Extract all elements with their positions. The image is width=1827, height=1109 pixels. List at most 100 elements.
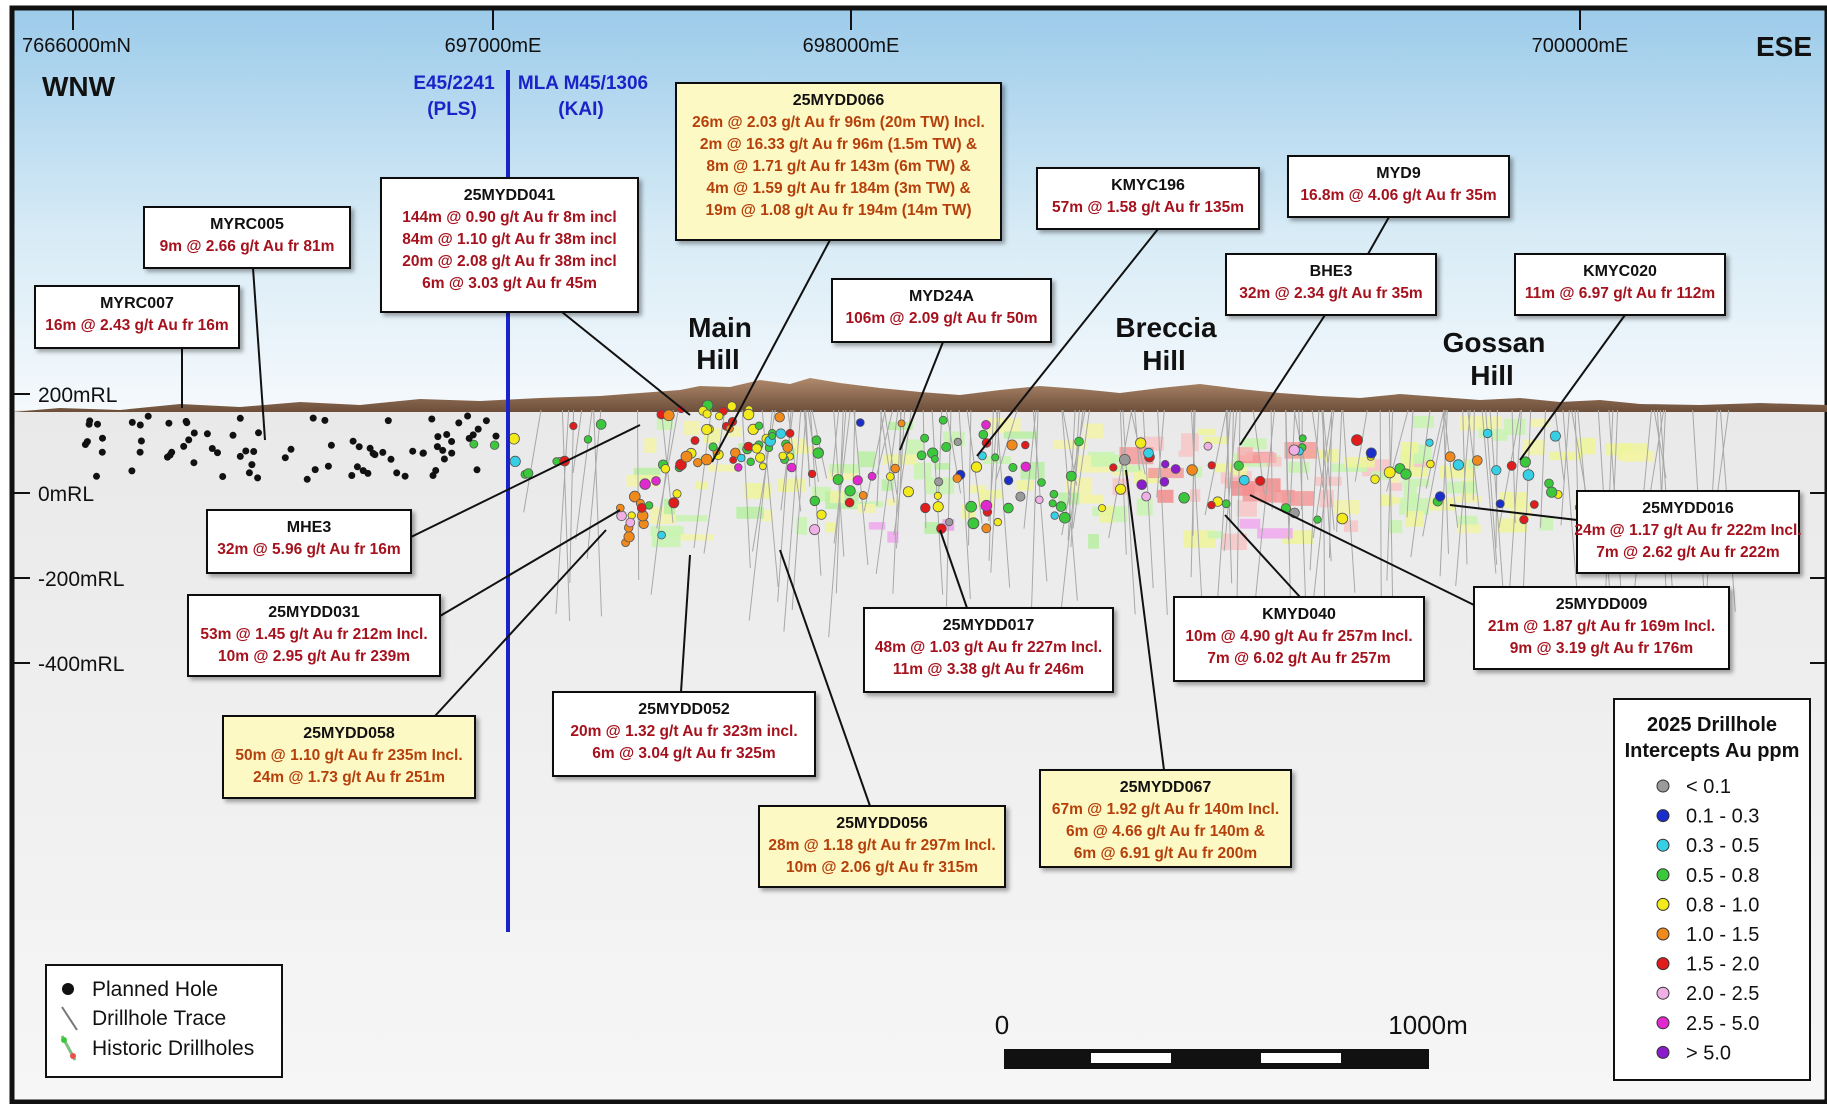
callout-intercept-line: 6m @ 4.66 g/t Au fr 140m & [1066,823,1265,840]
callout-intercept-line: 7m @ 2.62 g/t Au fr 222m [1596,544,1779,561]
easting-label-700000: 700000mE [1532,35,1629,57]
callout-title: 25MYDD017 [943,617,1035,634]
legend-swatch-7 [1657,987,1669,999]
planned-hole [493,433,500,440]
intercept-dot [1022,441,1030,449]
planned-hole [237,415,244,422]
mineralisation-block [1403,479,1430,487]
planned-hole [388,456,395,463]
mineralisation-block [1260,453,1277,463]
intercept-dot [898,420,905,427]
planned-hole [464,413,471,420]
intercept-dot [1352,435,1363,446]
intercept-dot [966,501,977,512]
intercept-dot [752,444,761,453]
intercept-dot [992,454,999,461]
legend-intercept-label: > 5.0 [1686,1042,1731,1064]
intercept-dot [1004,503,1014,513]
callout-intercept-line: 8m @ 1.71 g/t Au fr 143m (6m TW) & [706,158,970,175]
intercept-dot [845,486,855,496]
intercept-dot [810,525,820,535]
intercept-dot [994,518,1002,526]
intercept-dot [1445,452,1455,462]
intercept-dot [1007,440,1017,450]
intercept-dot [845,498,854,507]
callout-title: MYD9 [1376,165,1421,182]
planned-hole [354,463,361,470]
legend-intercept-label: 2.0 - 2.5 [1686,983,1759,1005]
planned-hole [483,417,490,424]
intercept-dot [953,474,961,482]
direction-ese: ESE [1756,31,1812,62]
mineralisation-block [1447,482,1477,494]
planned-hole [230,432,237,439]
intercept-dot [808,470,816,478]
callout-title: MHE3 [287,519,332,536]
intercept-dot [954,438,961,445]
intercept-dot [931,456,938,463]
intercept-dot [859,491,867,499]
callout-intercept-line: 10m @ 2.06 g/t Au fr 315m [786,859,978,876]
planned-hole [185,436,192,443]
callout-intercept-line: 20m @ 2.08 g/t Au fr 38m incl [402,253,616,270]
intercept-dot [691,437,699,445]
planned-hole [191,430,198,437]
legend-drillholes: Planned Hole Drillhole Trace Historic Dr… [46,965,282,1077]
callout-intercept-line: 16.8m @ 4.06 g/t Au fr 35m [1300,187,1496,204]
planned-hole [250,448,257,455]
intercept-dot [596,420,606,430]
intercept-dot [756,453,765,462]
scale-bar-outline [1004,1049,1429,1069]
intercept-dot [1137,480,1147,490]
intercept-dot [1021,462,1030,471]
scale-bar-segment-white-2 [1261,1053,1341,1063]
intercept-dot [1036,496,1044,504]
mineralisation-block [825,522,836,532]
planned-hole [219,473,226,480]
planned-hole [82,441,89,448]
hill-label-breccia-1: Breccia [1115,312,1217,343]
intercept-dot [886,473,894,481]
planned-hole [282,454,289,461]
callout-intercept-line: 20m @ 1.32 g/t Au fr 323m incl. [570,723,797,740]
intercept-dot [1384,467,1395,478]
callout-intercept-line: 11m @ 6.97 g/t Au fr 112m [1525,285,1715,302]
intercept-dot [1161,460,1169,468]
planned-hole [190,459,197,466]
callout-intercept-line: 6m @ 3.03 g/t Au fr 45m [422,275,597,292]
intercept-dot [1234,461,1243,470]
planned-hole [246,469,253,476]
intercept-dot [1050,490,1058,498]
planned-hole [99,449,106,456]
intercept-dot [730,457,737,464]
hill-label-breccia-2: Hill [1142,345,1186,376]
legend-intercept-label: 1.5 - 2.0 [1686,954,1759,976]
intercept-dot [715,412,723,420]
intercept-dot [570,422,577,429]
planned-hole [137,449,144,456]
intercept-dot [979,430,988,439]
callout-intercept-line: 10m @ 2.95 g/t Au fr 239m [218,648,410,665]
mineralisation-block [1181,433,1199,451]
elevation-label-minus400: -400mRL [38,653,124,676]
intercept-dot [743,409,754,420]
intercept-dot [1142,492,1151,501]
intercept-dot [779,452,787,460]
planned-hole [448,450,455,457]
planned-hole [420,450,427,457]
intercept-dot [1435,492,1445,502]
planned-hole [99,435,106,442]
callout-title: 25MYDD052 [638,701,730,718]
intercept-dot [1520,515,1528,523]
hill-label-main-1: Main [688,312,752,343]
planned-hole [385,417,392,424]
tenement-left-owner: (PLS) [427,99,477,120]
planned-hole [183,419,190,426]
intercept-dot [1171,465,1180,474]
planned-hole [356,443,363,450]
tenement-right-code: MLA M45/1306 [518,73,648,94]
